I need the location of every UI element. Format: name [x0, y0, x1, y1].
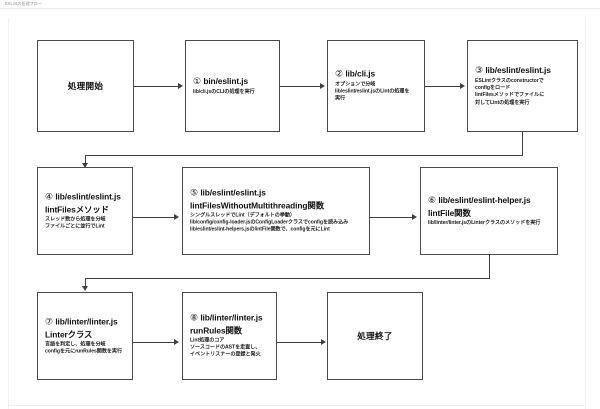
- node-step6-body: lib/linter/linter.jsのLinterクラスのメソッドを実行: [428, 219, 541, 226]
- node-step4-path: lib/eslint/eslint.js: [55, 191, 121, 202]
- connector-6-to-7-seg2: [85, 278, 490, 279]
- node-step2-path: lib/cli.js: [345, 68, 376, 79]
- node-step7-subtitle: Linterクラス: [45, 328, 93, 339]
- node-step4-body: スレッド数から処理を分岐 ファイルごとに並行でLint: [45, 215, 106, 230]
- node-step6-title: ⑥ lib/eslint/eslint-helper.js: [428, 195, 552, 207]
- node-step3[interactable]: ③ lib/eslint/eslint.js ESLintクラスのconstru…: [467, 40, 578, 132]
- connector-7-to-8: [133, 342, 175, 343]
- node-start[interactable]: 処理開始: [37, 40, 134, 132]
- node-step5-title: ⑤ lib/eslint/eslint.js: [190, 188, 364, 200]
- node-step1-number: ①: [193, 76, 202, 87]
- canvas-edge-left: [8, 18, 9, 409]
- node-step3-title: ③ lib/eslint/eslint.js: [475, 65, 572, 77]
- arrowhead-start-to-1: [178, 82, 183, 89]
- connector-1-to-2: [280, 86, 321, 87]
- node-step7-body: 言語を判定し、処理を分岐 configを元にrunRules関数を実行: [45, 340, 123, 355]
- node-step8-title: ⑧ lib/linter/linter.js: [190, 313, 271, 325]
- node-step1-body: lib/cli.jsのCLIの処理を実行: [193, 88, 255, 95]
- node-step4-number: ④: [45, 191, 54, 202]
- node-step7-number: ⑦: [45, 316, 54, 327]
- node-step5-body: シングルスレッドでLint（デフォルトの挙動） lib/config/confi…: [190, 212, 349, 233]
- node-step7-path: lib/linter/linter.js: [55, 316, 118, 327]
- node-step4-title: ④ lib/eslint/eslint.js: [45, 191, 127, 203]
- node-step3-path: lib/eslint/eslint.js: [485, 64, 551, 75]
- arrowhead-4-to-5: [174, 213, 179, 220]
- connector-8-to-end: [277, 342, 322, 343]
- node-step8-number: ⑧: [190, 312, 199, 323]
- connector-5-to-6: [370, 217, 413, 218]
- node-step4-subtitle: lintFilesメソッド: [45, 203, 109, 214]
- node-step5-path: lib/eslint/eslint.js: [200, 187, 266, 198]
- canvas-edge-bottom: [8, 405, 586, 406]
- node-step6-path: lib/eslint/eslint-helper.js: [438, 195, 531, 206]
- node-step8-subtitle: runRules関数: [190, 325, 243, 336]
- node-step5-subtitle: lintFilesWithoutMultithreading関数: [190, 200, 324, 211]
- node-step7[interactable]: ⑦ lib/linter/linter.js Linterクラス 言語を判定し、…: [37, 292, 133, 380]
- node-step6[interactable]: ⑥ lib/eslint/eslint-helper.js lintFile関数…: [420, 167, 558, 255]
- node-step6-subtitle: lintFile関数: [428, 207, 471, 218]
- node-step1-path: bin/eslint.js: [203, 76, 249, 87]
- node-step3-number: ③: [475, 64, 484, 75]
- node-end[interactable]: 処理終了: [327, 292, 423, 380]
- arrowhead-7-to-8: [174, 338, 179, 345]
- arrowhead-6-to-7: [81, 286, 88, 291]
- node-step6-number: ⑥: [428, 195, 437, 206]
- node-step1-title: ① bin/eslint.js: [193, 76, 274, 88]
- arrowhead-1-to-2: [320, 82, 325, 89]
- node-step2[interactable]: ② lib/cli.js オプションで分岐 lib/eslint/eslint.…: [327, 40, 425, 132]
- connector-2-to-3: [425, 86, 461, 87]
- arrowhead-8-to-end: [321, 338, 326, 345]
- node-step8[interactable]: ⑧ lib/linter/linter.js runRules関数 Lint処理…: [182, 292, 277, 380]
- node-step2-body: オプションで分岐 lib/eslint/eslint.jsのLintの処理を 実…: [335, 81, 410, 102]
- node-step5-number: ⑤: [190, 187, 199, 198]
- window-title: ESLintの処理フロー: [5, 1, 42, 7]
- arrowhead-3-to-4: [81, 163, 88, 168]
- node-step1[interactable]: ① bin/eslint.js lib/cli.jsのCLIの処理を実行: [185, 40, 280, 132]
- diagram-surface[interactable]: 処理開始 ① bin/eslint.js lib/cli.jsのCLIの処理を実…: [0, 9, 600, 409]
- connector-6-to-7-seg1: [489, 255, 490, 278]
- connector-3-to-4-seg3: [85, 155, 86, 165]
- connector-start-to-1: [134, 86, 179, 87]
- arrowhead-2-to-3: [460, 82, 465, 89]
- connector-4-to-5: [133, 217, 175, 218]
- connector-3-to-4-seg2: [85, 155, 523, 156]
- node-step2-title: ② lib/cli.js: [335, 69, 419, 81]
- node-step8-body: Lint処理のコア ソースコードのASTを走査し、 イベントリスナーの登録と発火: [190, 337, 261, 358]
- node-step5[interactable]: ⑤ lib/eslint/eslint.js lintFilesWithoutM…: [182, 167, 370, 255]
- canvas-edge-right: [585, 18, 586, 409]
- node-step7-title: ⑦ lib/linter/linter.js: [45, 316, 127, 328]
- node-step3-body: ESLintクラスのconstructorで configをロード lintFi…: [475, 77, 545, 106]
- node-step8-path: lib/linter/linter.js: [200, 312, 263, 323]
- arrowhead-5-to-6: [412, 213, 417, 220]
- connector-6-to-7-seg3: [85, 278, 86, 288]
- node-step4[interactable]: ④ lib/eslint/eslint.js lintFilesメソッド スレッ…: [37, 167, 133, 255]
- connector-3-to-4-seg1: [522, 132, 523, 155]
- node-step2-number: ②: [335, 68, 344, 79]
- window-titlebar: ESLintの処理フロー: [0, 0, 600, 9]
- node-start-label: 処理開始: [67, 81, 104, 91]
- node-end-label: 処理終了: [357, 331, 393, 341]
